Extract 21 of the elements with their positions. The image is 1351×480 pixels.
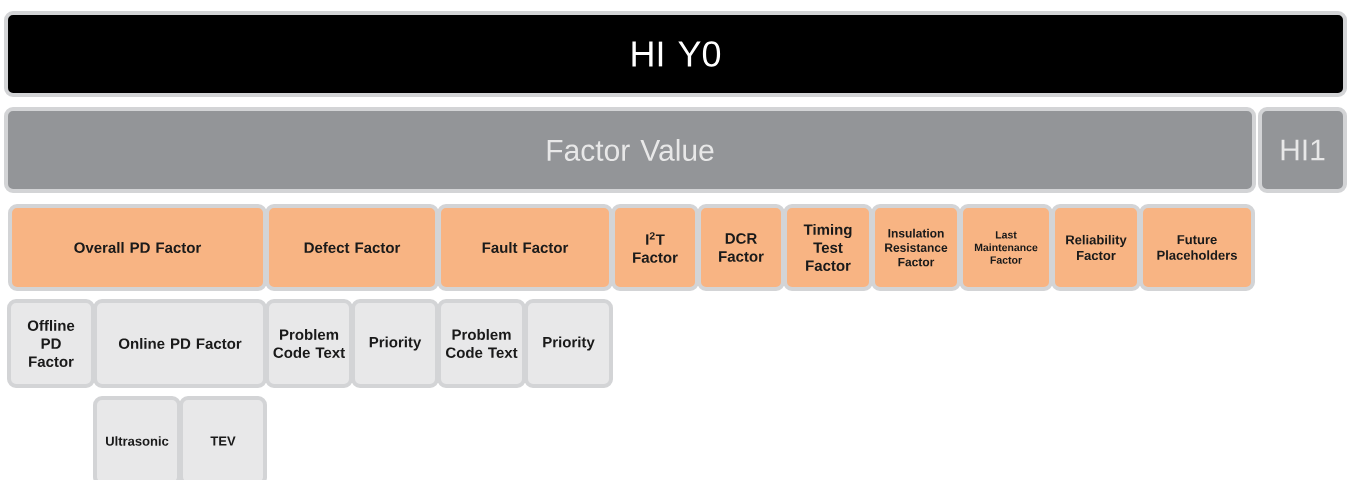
box-header: HI Y0 bbox=[4, 11, 1347, 97]
subfactor-box: Problem Code Text bbox=[437, 299, 526, 388]
category-bar: Factor Value bbox=[4, 107, 1256, 193]
factor-box: Timing Test Factor bbox=[783, 204, 873, 291]
subfactor-box: TEV bbox=[179, 396, 267, 480]
factor-box: Last Maintenance Factor bbox=[959, 204, 1053, 291]
factor-box: Insulation Resistance Factor bbox=[871, 204, 961, 291]
factor-box: Fault Factor bbox=[437, 204, 613, 291]
subfactor-box: Priority bbox=[524, 299, 613, 388]
category-bar: HI1 bbox=[1258, 107, 1347, 193]
factor-box: Defect Factor bbox=[265, 204, 439, 291]
subfactor-box: Ultrasonic bbox=[93, 396, 181, 480]
subfactor-box: Offline PD Factor bbox=[7, 299, 95, 388]
factor-box: I$^{2}$T Factor bbox=[611, 204, 699, 291]
factor-box: Future Placeholders bbox=[1139, 204, 1255, 291]
subfactor-box: Problem Code Text bbox=[265, 299, 353, 388]
factor-box: Reliability Factor bbox=[1051, 204, 1141, 291]
factor-box: DCR Factor bbox=[697, 204, 785, 291]
factor-box: Overall PD Factor bbox=[8, 204, 267, 291]
subfactor-box: Online PD Factor bbox=[93, 299, 267, 388]
subfactor-box: Priority bbox=[351, 299, 439, 388]
